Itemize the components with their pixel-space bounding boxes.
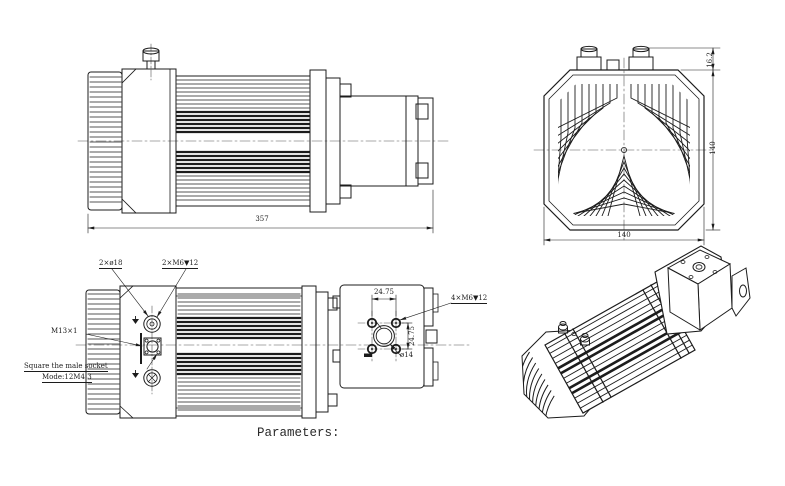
leader-lines xyxy=(85,268,187,370)
top-connectors xyxy=(576,45,654,71)
label-threads-two: 2×M6▼12 xyxy=(162,259,199,269)
polarity-mark-bottom xyxy=(132,373,139,378)
label-shaft-dia: ø14 xyxy=(400,351,414,359)
bolt-holes xyxy=(366,317,402,355)
label-socket-mode: Mode:12M4:3 xyxy=(42,373,92,383)
shaft-bore xyxy=(373,325,395,347)
side-view-top xyxy=(77,43,449,234)
iso-end-cap xyxy=(731,267,751,317)
motor-body xyxy=(175,287,303,417)
side-view-bottom xyxy=(75,268,471,419)
dim-357: 357 xyxy=(255,215,269,223)
label-holes: 2×ø18 xyxy=(99,259,123,269)
dim-length xyxy=(87,189,434,234)
dim-port xyxy=(371,294,452,357)
label-gland-thread: M13×1 xyxy=(51,327,78,335)
square-socket xyxy=(143,337,162,356)
dim-port-pitch-h: 24.75 xyxy=(373,288,395,296)
port-face-view xyxy=(332,284,452,389)
dim-port-pitch-v: 24.75 xyxy=(408,325,416,347)
iso-connectors xyxy=(558,321,590,346)
dim-front-height: 140 xyxy=(709,141,717,155)
terminal-hole-bottom xyxy=(143,369,161,387)
dim-front-top-offset: 16.2 xyxy=(706,52,714,68)
isometric-view xyxy=(521,245,751,419)
dim-front xyxy=(543,47,721,246)
dim-front-width: 140 xyxy=(617,231,631,239)
terminal-hole-top xyxy=(143,315,161,333)
top-plug xyxy=(142,47,160,70)
polarity-mark-top xyxy=(132,319,139,324)
parameters-label: Parameters: xyxy=(257,426,340,440)
label-threads-four: 4×M6▼12 xyxy=(451,294,488,304)
port-logo-mark xyxy=(364,353,372,357)
label-socket-note: Square the male socket xyxy=(24,362,108,372)
front-view xyxy=(533,45,721,246)
